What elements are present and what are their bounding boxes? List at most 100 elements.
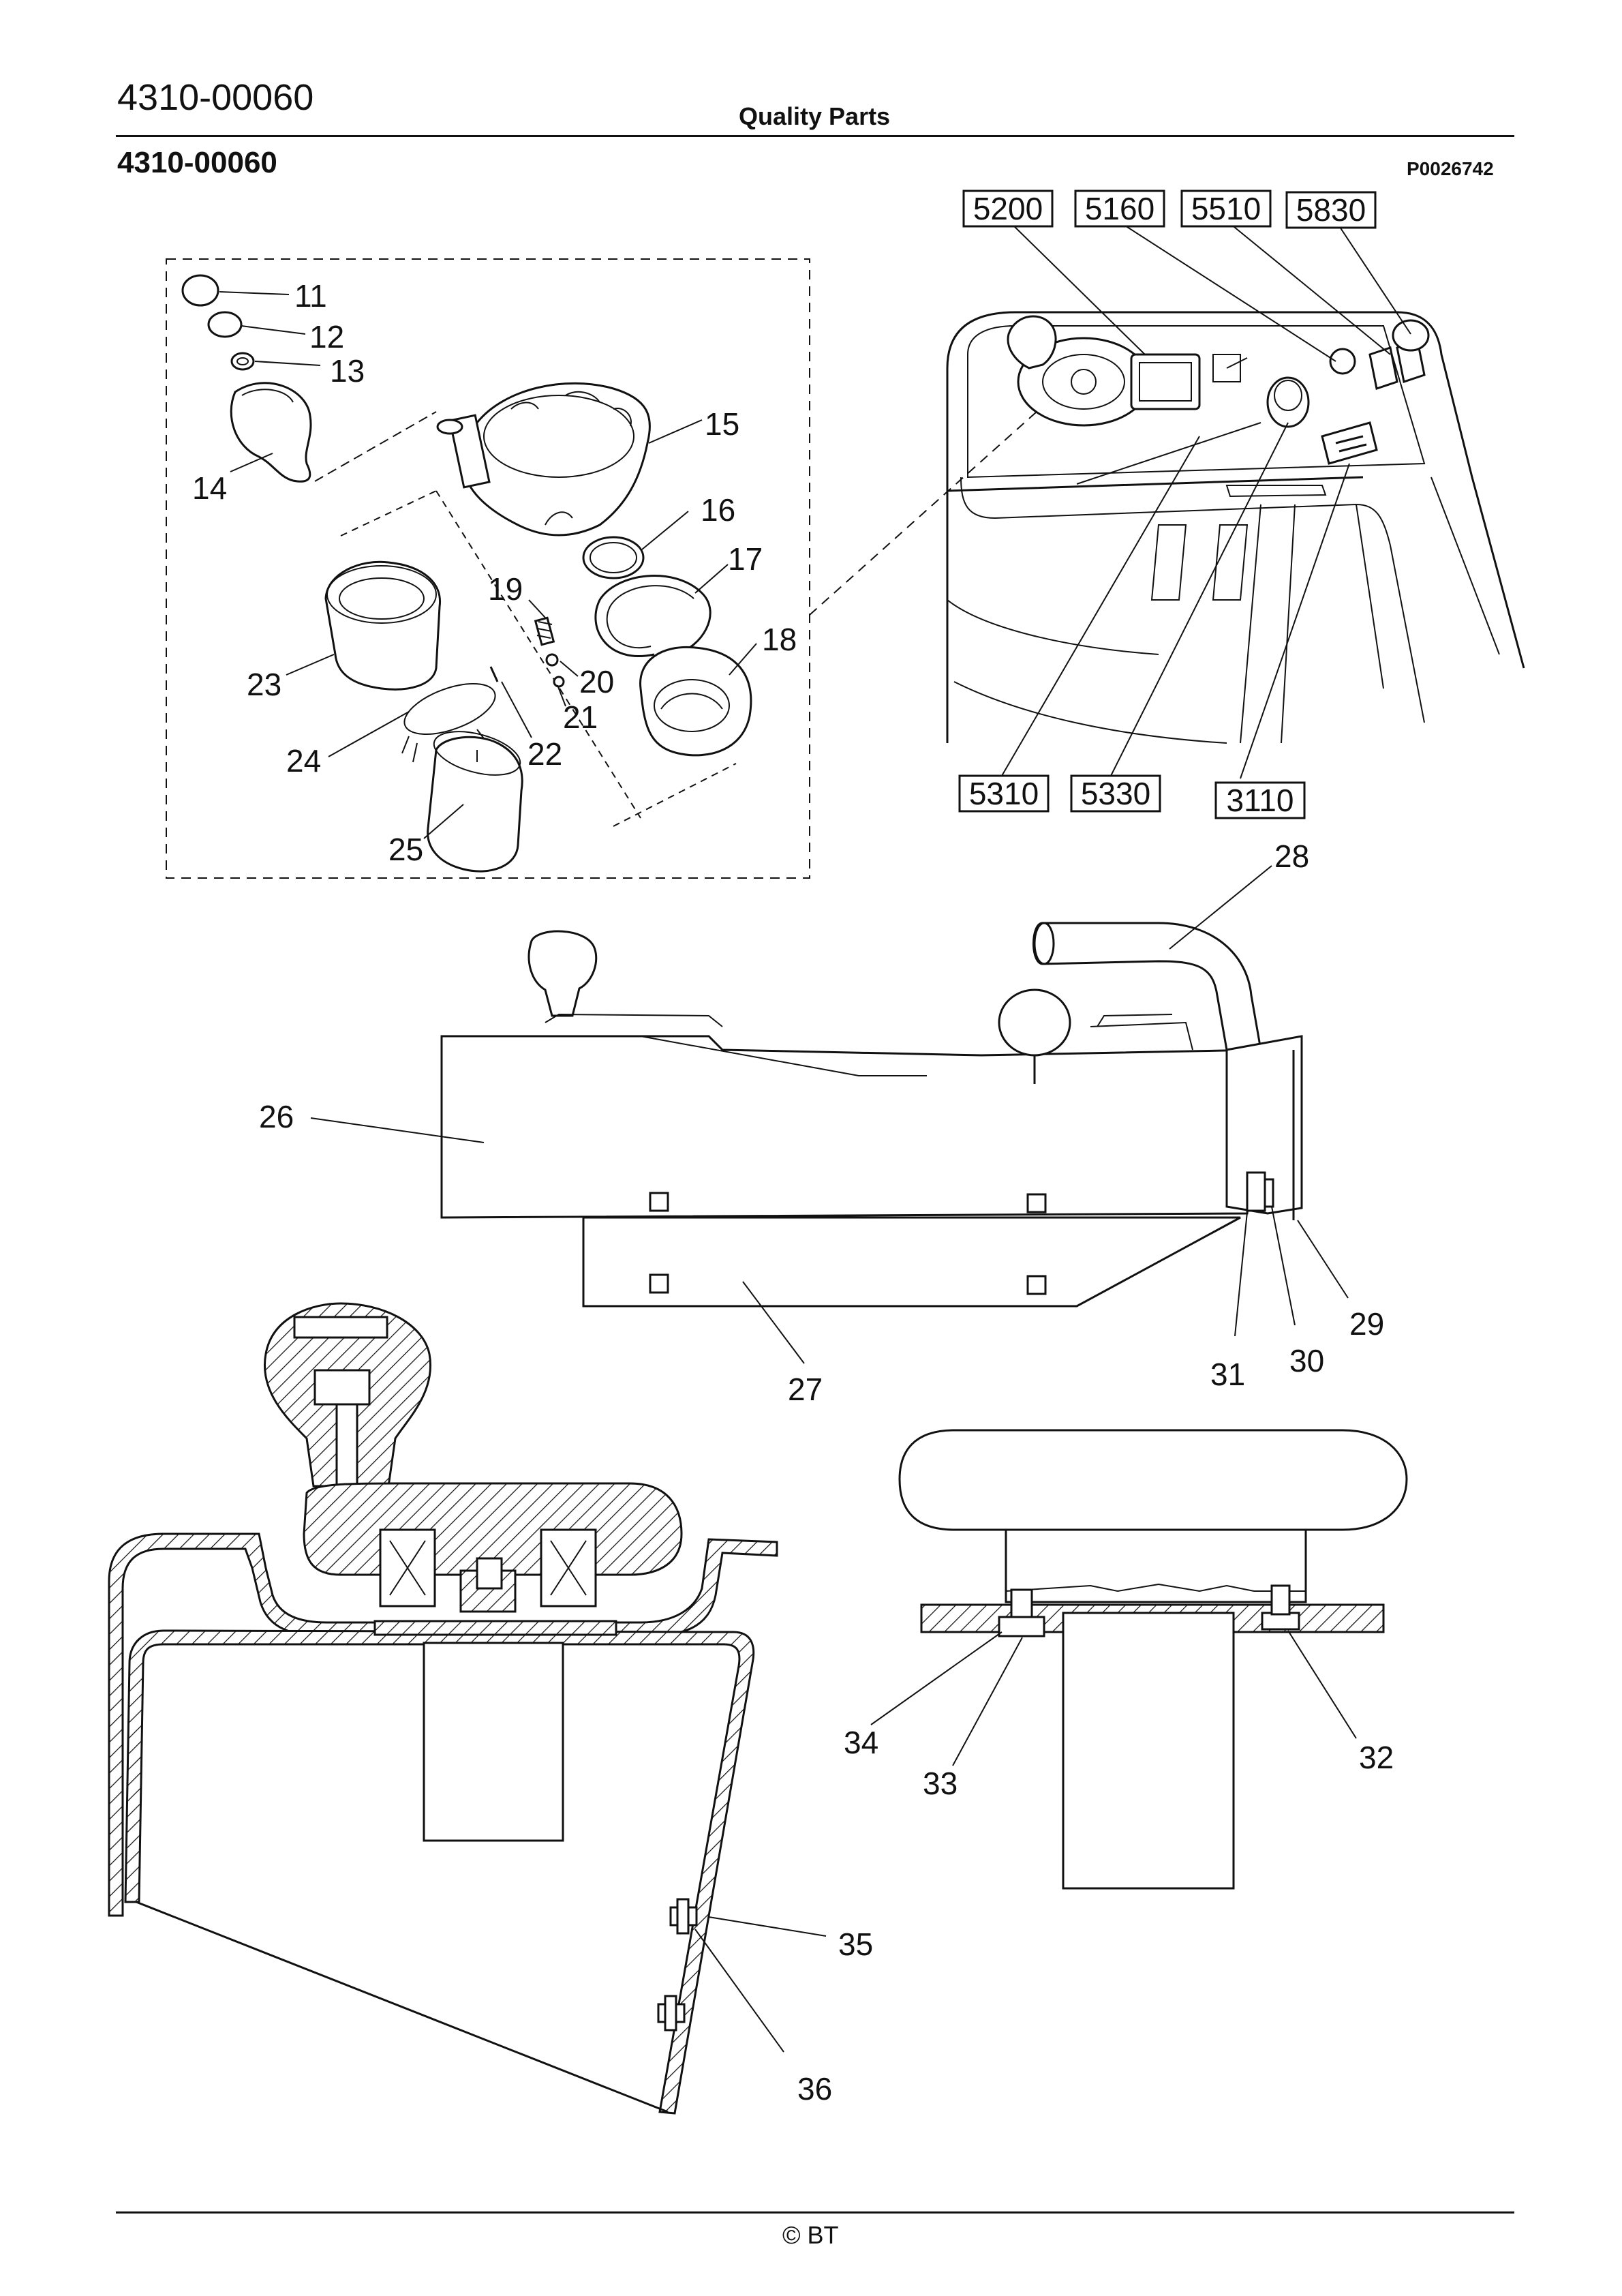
console-dial-center bbox=[1071, 369, 1097, 395]
housing-grip-ridges bbox=[510, 391, 632, 427]
cylinder-part-25 bbox=[427, 736, 523, 873]
callout-35: 35 bbox=[838, 1927, 873, 1962]
ball-part-20 bbox=[545, 653, 559, 667]
part-ref-5160: 5160 bbox=[1085, 191, 1154, 226]
brand-text: Quality Parts bbox=[739, 102, 891, 130]
callout-31: 31 bbox=[1210, 1357, 1245, 1392]
part-ref-3110: 3110 bbox=[1227, 783, 1294, 818]
callout-16: 16 bbox=[701, 492, 735, 528]
armrest-stem bbox=[1062, 1612, 1235, 1890]
side-bracket bbox=[1225, 1035, 1303, 1215]
part-ref-5510: 5510 bbox=[1191, 191, 1261, 226]
callout-18: 18 bbox=[762, 622, 797, 657]
side-view-leader-lines bbox=[310, 865, 1349, 1364]
callout-25: 25 bbox=[388, 832, 423, 867]
armrest-leader-lines bbox=[870, 1630, 1357, 1766]
center-knob bbox=[998, 988, 1071, 1057]
part-ref-5200: 5200 bbox=[973, 191, 1043, 226]
part-ref-boxes bbox=[958, 190, 1377, 819]
armrest-cushion bbox=[898, 1429, 1408, 1531]
circlip-inner bbox=[606, 585, 694, 648]
armrest-mount-block bbox=[1005, 1528, 1307, 1603]
console-display-screen bbox=[1130, 353, 1201, 410]
cylinder-top bbox=[433, 731, 521, 776]
console-key-switch bbox=[1212, 354, 1248, 382]
washer-part-30 bbox=[1264, 1178, 1274, 1208]
mounting-holes bbox=[649, 1192, 1047, 1295]
console-cover-part-26 bbox=[440, 1035, 1265, 1219]
console-front-face bbox=[960, 477, 1391, 546]
housing-lower-notch bbox=[545, 511, 573, 526]
gear-knob-base bbox=[545, 1013, 723, 1027]
bearing-part-18 bbox=[639, 646, 752, 757]
callout-15: 15 bbox=[705, 406, 739, 442]
o-ring-inner bbox=[590, 542, 637, 573]
sleeve-top-opening bbox=[326, 565, 437, 624]
section-knob-cap bbox=[293, 1316, 388, 1339]
callout-33: 33 bbox=[923, 1766, 958, 1801]
callout-17: 17 bbox=[728, 541, 763, 577]
callout-29: 29 bbox=[1349, 1306, 1384, 1342]
shaft-end bbox=[436, 419, 463, 435]
console-lower-curve bbox=[947, 599, 1227, 744]
console-dial-inner bbox=[1042, 354, 1125, 410]
armrest-mount-detail bbox=[1005, 1583, 1306, 1592]
section-leader-lines bbox=[694, 1916, 827, 2053]
housing-top-face bbox=[483, 395, 634, 478]
callout-27: 27 bbox=[788, 1372, 823, 1407]
detail-leader-lines bbox=[219, 291, 757, 839]
callout-23: 23 bbox=[247, 667, 281, 702]
pin-part-22 bbox=[489, 666, 499, 682]
axis-line-right bbox=[340, 490, 437, 537]
armrest-bolt-head-33 bbox=[1010, 1588, 1033, 1618]
section-bolts-35 bbox=[657, 1898, 698, 2031]
spring-coils bbox=[536, 621, 553, 639]
callout-11: 11 bbox=[294, 278, 327, 314]
armrest-bolt-right bbox=[1270, 1584, 1291, 1616]
knob-socket bbox=[241, 389, 294, 403]
console-corner-knob bbox=[1392, 319, 1430, 352]
washer-hole bbox=[236, 357, 249, 365]
section-bearing-right-x bbox=[550, 1540, 587, 1596]
section-stem-block bbox=[423, 1642, 564, 1842]
callout-36: 36 bbox=[797, 2071, 832, 2106]
section-center-pin bbox=[476, 1557, 503, 1590]
callout-28: 28 bbox=[1274, 839, 1309, 874]
detail-dashed-frame bbox=[166, 258, 810, 879]
callout-20: 20 bbox=[579, 664, 614, 699]
console-diagonal-line bbox=[1076, 422, 1261, 485]
callout-19: 19 bbox=[488, 571, 523, 607]
o-ring-part-16 bbox=[582, 536, 645, 579]
callout-13: 13 bbox=[330, 353, 365, 389]
axis-line-lower bbox=[613, 763, 737, 827]
axis-line-center bbox=[435, 490, 641, 819]
console-emergency-cap bbox=[1274, 380, 1302, 411]
armrest-washer-32 bbox=[1261, 1612, 1300, 1631]
console-display-inner bbox=[1139, 362, 1192, 402]
section-bearing-left-x bbox=[389, 1540, 426, 1596]
armrest-nut-34 bbox=[998, 1616, 1045, 1637]
section-knob-nut bbox=[313, 1369, 371, 1406]
console-window-slots bbox=[1150, 485, 1327, 601]
cap-part-11 bbox=[181, 274, 219, 307]
console-leader-lines bbox=[1001, 220, 1411, 779]
console-pedal-switches bbox=[1321, 421, 1378, 465]
sleeve-inner bbox=[339, 577, 425, 620]
bearing-inner-lip bbox=[660, 693, 723, 710]
knob-part-14 bbox=[230, 382, 312, 483]
callout-12: 12 bbox=[309, 319, 344, 354]
document-code: 4310-00060 bbox=[117, 77, 314, 118]
header-divider bbox=[116, 135, 1514, 137]
callout-22: 22 bbox=[527, 736, 562, 772]
part-ref-5330: 5330 bbox=[1081, 776, 1150, 811]
handle-part-28 bbox=[1032, 922, 1262, 1051]
circlip-part-17 bbox=[594, 575, 711, 657]
cover-top-detail bbox=[640, 1014, 1193, 1076]
lower-panel-part-27 bbox=[582, 1216, 1241, 1308]
bearing-bore bbox=[654, 679, 730, 732]
footer-copyright: © BT bbox=[782, 2221, 839, 2249]
part-ref-5310: 5310 bbox=[969, 776, 1039, 811]
callout-26: 26 bbox=[259, 1099, 294, 1134]
callout-21: 21 bbox=[563, 699, 598, 735]
